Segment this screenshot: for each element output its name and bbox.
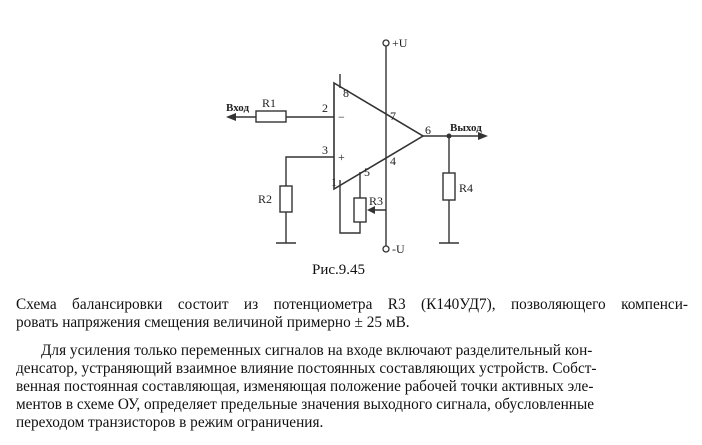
minus-u-label: -U	[392, 242, 405, 256]
figure-caption: Рис.9.45	[312, 262, 366, 278]
paragraph-1-line-1: Схема балансировки состоит из потенциоме…	[16, 296, 688, 313]
wiper-arrow-icon	[367, 206, 375, 214]
pin1-wire	[339, 180, 361, 234]
pin5-label: 5	[364, 165, 370, 179]
paragraph-2-line-4: ментов в схеме ОУ, определяет предельные…	[16, 396, 595, 413]
pin4-label: 4	[390, 154, 396, 168]
pin1-label: 1	[331, 175, 337, 189]
resistor-r1	[255, 110, 287, 123]
pin3-label: 3	[322, 143, 328, 157]
r4-label: R4	[459, 181, 473, 195]
pin6-label: 6	[425, 123, 431, 137]
r1-label: R1	[262, 96, 276, 110]
pin8-label: 8	[343, 86, 349, 100]
paragraph-1-line-2: ровать напряжения смещения величиной при…	[16, 314, 410, 331]
paragraph-2-line-1: Для усиления только переменных сигналов …	[41, 342, 593, 359]
paragraph-2-line-5: переходом транзисторов в режим ограничен…	[16, 414, 324, 431]
paragraph-2: Для усиления только переменных сигналов …	[16, 342, 688, 432]
resistor-r3	[353, 197, 367, 223]
minus-u-terminal	[382, 245, 390, 253]
r3-label: R3	[369, 194, 383, 208]
paragraph-2-line-3: венная постоянная составляющая, изменяющ…	[16, 378, 594, 395]
output-arrow-icon	[478, 132, 488, 140]
output-label: Выход	[450, 122, 482, 134]
input-label: Вход	[226, 102, 249, 114]
minus-sign: −	[338, 110, 345, 124]
r2-wire	[285, 156, 334, 186]
op-amp-triangle	[333, 81, 425, 191]
resistor-r2	[279, 185, 293, 213]
plus-u-terminal	[382, 39, 390, 47]
plus-u-label: +U	[392, 36, 408, 50]
pin7-label: 7	[390, 109, 396, 123]
resistor-r4	[442, 172, 456, 201]
plus-sign: +	[338, 150, 345, 164]
paragraph-2-line-2: денсатор, устраняющий взаимное влияние п…	[16, 360, 597, 377]
op-amp-balancing-circuit: Вход R1 2 3 8 − + 7 6 4 5 1 R2 R3 R4 Вых…	[226, 36, 488, 256]
paragraph-1: Схема балансировки состоит из потенциоме…	[16, 296, 688, 332]
pin2-label: 2	[322, 101, 328, 115]
r2-label: R2	[258, 192, 272, 206]
input-arrow-icon	[226, 113, 236, 121]
